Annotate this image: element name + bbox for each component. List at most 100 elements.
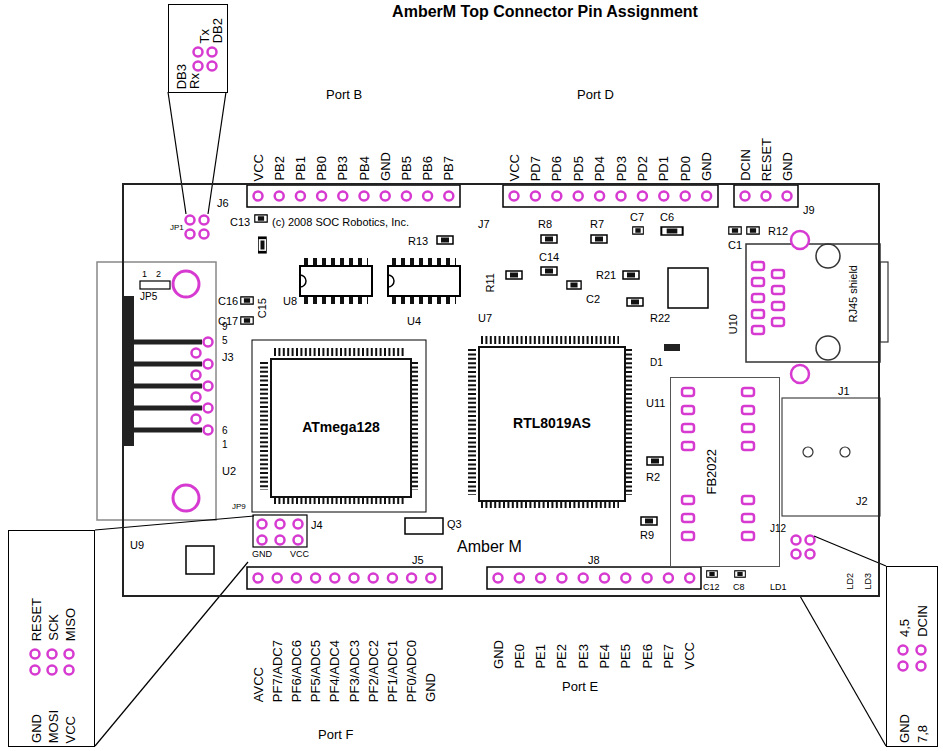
ic-package bbox=[252, 340, 426, 512]
callout-pins bbox=[31, 666, 40, 675]
pin-header bbox=[247, 567, 442, 589]
rj45-jack bbox=[746, 244, 880, 362]
part-label: J5 bbox=[412, 555, 424, 566]
pin-label: R11 bbox=[485, 273, 496, 292]
transformer-module: FB2022 bbox=[670, 377, 780, 567]
pin-label: GND bbox=[424, 673, 437, 702]
pin-header bbox=[494, 574, 503, 583]
db9-connector bbox=[192, 371, 201, 380]
part-label: C7 bbox=[630, 212, 644, 223]
smd-part bbox=[241, 215, 759, 577]
pin-label: PB1 bbox=[294, 156, 307, 181]
db9-connector bbox=[204, 360, 213, 369]
ethernet-chip: RTL8019AS bbox=[478, 346, 626, 502]
pin-header bbox=[330, 574, 339, 583]
pin-label: LD3 bbox=[864, 573, 873, 590]
db9-pin-line bbox=[134, 362, 202, 367]
db9-connector bbox=[97, 262, 216, 520]
transformer-pads bbox=[682, 406, 694, 414]
part-label: R13 bbox=[408, 236, 428, 247]
pin-label: PF2/ADC2 bbox=[367, 640, 380, 702]
jumper-pins bbox=[258, 520, 267, 529]
pin-header bbox=[360, 192, 369, 201]
ic-pins bbox=[304, 296, 368, 304]
pin-header bbox=[402, 192, 411, 201]
pin-header bbox=[557, 574, 566, 583]
pin-header bbox=[685, 574, 694, 583]
part-label: U7 bbox=[478, 313, 492, 324]
pin-header bbox=[783, 192, 792, 201]
part-label: J3 bbox=[222, 352, 234, 363]
callout-pins bbox=[48, 666, 57, 675]
db9-pin-line bbox=[134, 406, 202, 411]
callout-pins bbox=[208, 62, 217, 71]
pin-label: PE3 bbox=[577, 644, 590, 669]
callout-pins bbox=[31, 650, 40, 659]
transformer-pads bbox=[742, 442, 754, 450]
pin-header bbox=[369, 574, 378, 583]
pin-header bbox=[503, 185, 718, 207]
pin-label: PE0 bbox=[513, 644, 526, 669]
leader-line bbox=[95, 92, 886, 746]
jumper-callout: 4,5DCINGND7,8 bbox=[886, 566, 938, 747]
part-label: J12 bbox=[770, 524, 786, 534]
part-label: 2 bbox=[156, 270, 161, 279]
node-label: VCC bbox=[64, 716, 77, 743]
smd-part bbox=[623, 271, 639, 279]
ic-package bbox=[388, 266, 460, 296]
smd-part bbox=[647, 457, 663, 465]
part-label: R22 bbox=[650, 313, 670, 324]
rj45-jack bbox=[752, 310, 764, 318]
smd-part bbox=[735, 571, 746, 577]
part-label: D1 bbox=[650, 358, 663, 368]
part-label: J9 bbox=[803, 205, 815, 216]
pin-header bbox=[574, 192, 583, 201]
pin-header bbox=[579, 574, 588, 583]
pin-label: PE2 bbox=[555, 644, 568, 669]
leader-line bbox=[814, 536, 886, 566]
pin-header bbox=[621, 574, 630, 583]
db9-connector bbox=[173, 485, 199, 511]
callout-pins bbox=[194, 62, 203, 71]
jumper-callout: RESETSCKMISOGNDMOSIVCC bbox=[8, 530, 95, 747]
transformer-pads bbox=[682, 388, 754, 540]
pin-label: PF3/ADC3 bbox=[348, 640, 361, 702]
pin-label: PB7 bbox=[442, 156, 455, 181]
part-label: C12 bbox=[703, 583, 720, 592]
jumper-pins bbox=[806, 550, 815, 559]
part-label: JP9 bbox=[232, 503, 246, 511]
rj45-jack bbox=[816, 336, 840, 360]
callout-pins bbox=[31, 48, 926, 675]
pin-label: PE1 bbox=[534, 644, 547, 669]
pin-label: GND bbox=[781, 152, 794, 181]
leader-line bbox=[168, 92, 186, 214]
part-label: 1 bbox=[142, 270, 147, 279]
db9-connector bbox=[192, 349, 201, 358]
pin-header bbox=[734, 185, 798, 207]
smd-part bbox=[627, 298, 643, 306]
smd-part bbox=[541, 267, 557, 275]
db9-pin-line bbox=[134, 384, 202, 389]
pin-header bbox=[254, 574, 263, 583]
leader-line bbox=[208, 92, 226, 214]
part-label: C16 bbox=[218, 296, 238, 307]
pin-label: GND bbox=[379, 152, 392, 181]
pin-header bbox=[638, 192, 647, 201]
part-label: C13 bbox=[230, 217, 250, 228]
ic-pins bbox=[468, 349, 476, 495]
smd-part bbox=[437, 236, 453, 244]
part-label: LD1 bbox=[770, 583, 787, 592]
smd-part bbox=[255, 215, 267, 222]
node-label: 7,8 bbox=[916, 725, 929, 743]
pin-label: PD4 bbox=[593, 156, 606, 181]
part-label: U8 bbox=[283, 296, 297, 307]
callout-pins bbox=[899, 662, 908, 671]
part-label: U9 bbox=[130, 540, 144, 551]
db9-connector bbox=[204, 338, 213, 347]
part-label: 6 bbox=[222, 426, 228, 436]
pin-header bbox=[444, 192, 453, 201]
pin-header bbox=[487, 567, 701, 589]
pin-label: PE4 bbox=[598, 644, 611, 669]
part-label: JP5 bbox=[140, 292, 157, 302]
